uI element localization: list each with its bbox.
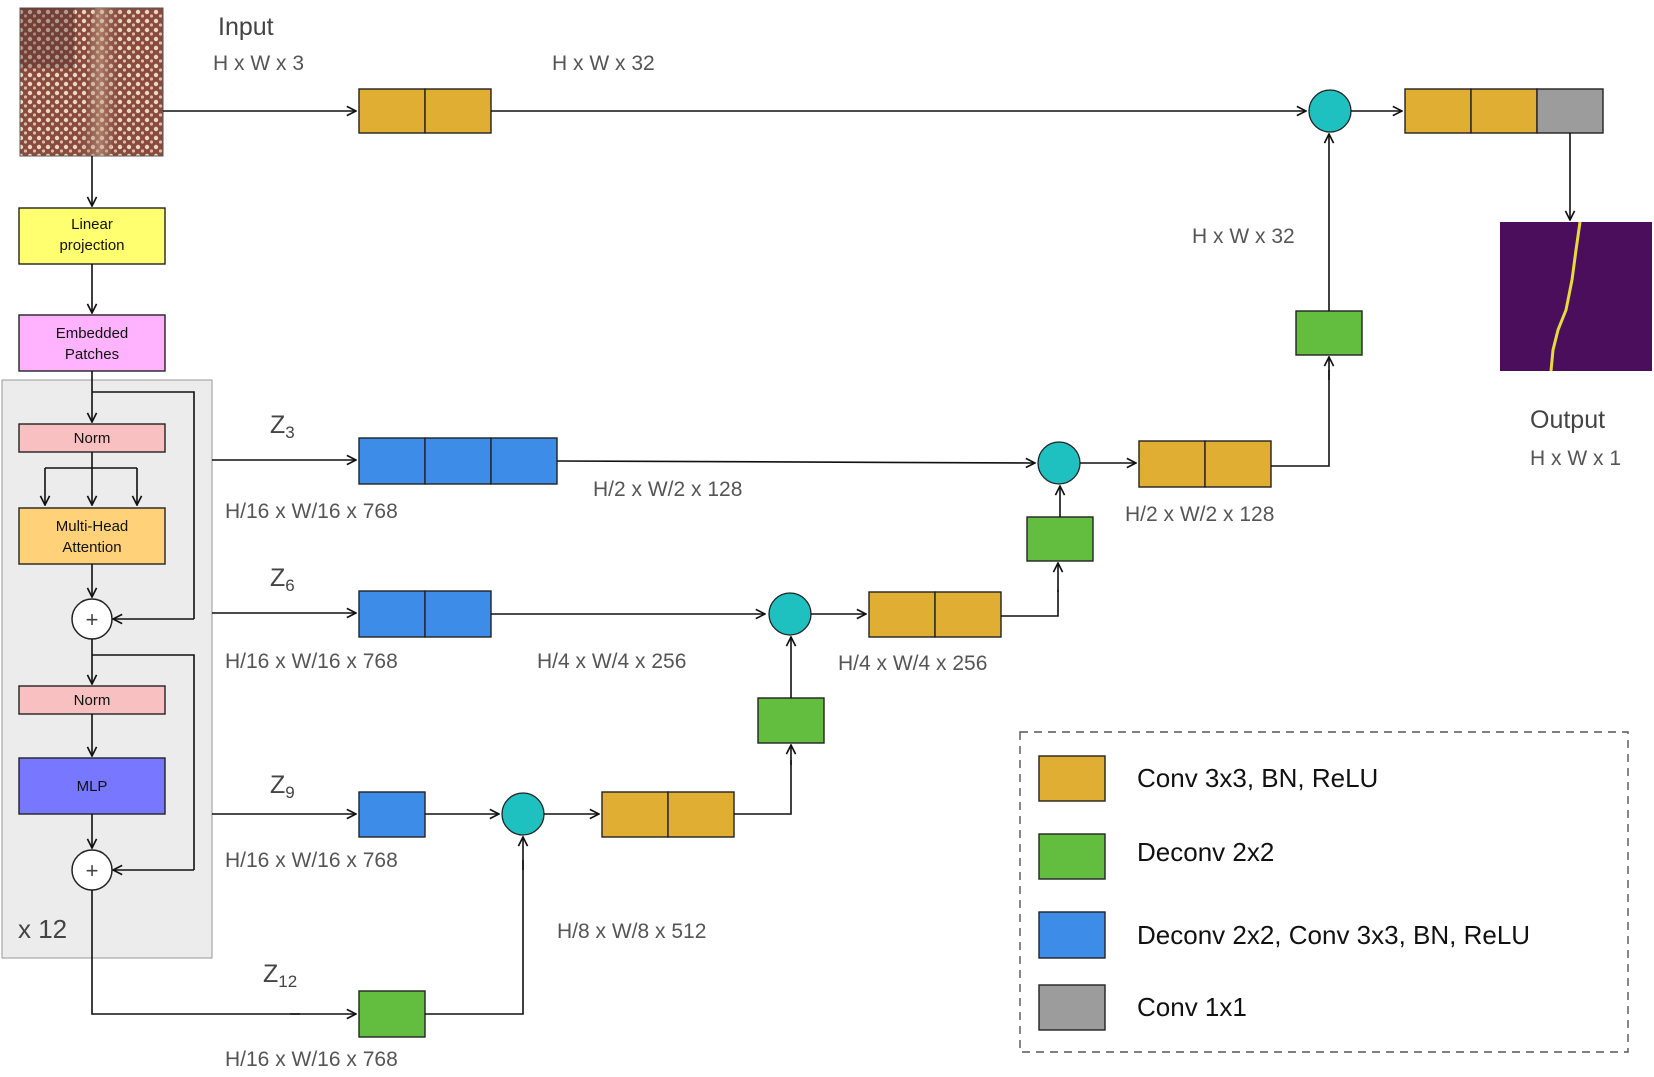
top-dim: H x W x 32 (552, 52, 655, 75)
input-image (19, 7, 164, 157)
mlp-block (18, 757, 166, 815)
norm-label-1: Norm (74, 430, 111, 447)
r6-conv-block-1 (868, 591, 936, 638)
z6-dim: H/16 x W/16 x 768 (225, 650, 398, 673)
legend-conv-label: Conv 3x3, BN, ReLU (1137, 763, 1378, 793)
deconv-block-top (1295, 310, 1363, 356)
z6-deconv-conv-block-2 (424, 590, 492, 638)
final-conv-block-2 (1470, 88, 1538, 134)
z3-deconv-conv-block-1 (358, 437, 426, 485)
deconv-block-z3 (1026, 516, 1094, 562)
connector-encoder-z12 (91, 890, 300, 1015)
mlp-label: MLP (77, 778, 108, 795)
concat-node-z9 (501, 792, 545, 836)
r9-conv-block-2 (667, 791, 735, 838)
attention-label-2: Attention (62, 539, 121, 556)
norm-label-2: Norm (74, 692, 111, 709)
r9-conv-block-1 (601, 791, 669, 838)
r3-dim: H/2 x W/2 x 128 (593, 478, 742, 501)
legend-panel (1019, 731, 1629, 1053)
z3-deconv-conv-block-3 (490, 437, 558, 485)
top-conv-block-1 (358, 88, 426, 134)
z3-dim: H/16 x W/16 x 768 (225, 500, 398, 523)
arrow-z3-concat (556, 461, 1035, 463)
linear-projection-label-1: Linear (71, 216, 113, 233)
attention-label-1: Multi-Head (56, 518, 129, 535)
output-title: Output (1530, 406, 1605, 434)
legend-conv-swatch (1038, 755, 1106, 802)
concat-node-top (1308, 89, 1352, 133)
z3-label: Z3 (270, 411, 295, 442)
z3-deconv-conv-block-2 (424, 437, 492, 485)
skip-connection-1 (92, 391, 195, 619)
skip-connection-2 (92, 654, 195, 870)
r6-dim: H/4 x W/4 x 256 (537, 650, 686, 673)
z6-deconv-conv-block-1 (358, 590, 426, 638)
z9-deconv-conv-block (358, 791, 426, 838)
r9-dim: H/8 x W/8 x 512 (557, 920, 706, 943)
legend-deconv-conv-swatch (1038, 911, 1106, 959)
plus-label-1: + (86, 607, 99, 632)
legend-deconv-conv-label: Deconv 2x2, Conv 3x3, BN, ReLU (1137, 920, 1530, 950)
z12-label: Z12 (263, 960, 297, 991)
input-dim: H x W x 3 (213, 52, 304, 75)
legend-conv1x1-label: Conv 1x1 (1137, 992, 1247, 1022)
embedded-patches-block (18, 314, 166, 372)
r6-out-dim: H/4 x W/4 x 256 (838, 652, 987, 675)
plus-label-2: + (86, 858, 99, 883)
r6-conv-block-2 (934, 591, 1002, 638)
embedded-patches-label-2: Patches (65, 346, 119, 363)
output-dim: H x W x 1 (1530, 447, 1621, 470)
z9-label: Z9 (270, 771, 295, 802)
multi-head-attention-block (18, 507, 166, 565)
deconv-block-z6 (757, 697, 825, 744)
legend-deconv-swatch (1038, 833, 1106, 880)
z9-dim: H/16 x W/16 x 768 (225, 849, 398, 872)
z6-label: Z6 (270, 564, 295, 595)
r3-conv-block-2 (1204, 440, 1272, 488)
connector-z12-concat (425, 860, 524, 1015)
concat-node-z6 (768, 592, 812, 636)
final-conv-block-1 (1404, 88, 1472, 134)
final-conv1x1-block (1536, 88, 1604, 134)
linear-projection-label-2: projection (59, 237, 124, 254)
concat-node-z3 (1037, 441, 1081, 485)
connector-r6-deconv (1001, 590, 1059, 617)
repeat-label: x 12 (18, 914, 67, 944)
r3-out-dim: H/2 x W/2 x 128 (1125, 503, 1274, 526)
right-dim: H x W x 32 (1192, 225, 1295, 248)
output-mask-image (1500, 221, 1652, 372)
legend-conv1x1-swatch (1038, 984, 1106, 1031)
r3-conv-block-1 (1138, 440, 1206, 488)
connector-r9-deconv (734, 760, 792, 815)
z12-dim: H/16 x W/16 x 768 (225, 1048, 398, 1071)
z12-deconv-block (358, 990, 426, 1038)
legend-deconv-label: Deconv 2x2 (1137, 837, 1274, 867)
connector-r3-deconv (1271, 370, 1330, 467)
embedded-patches-label-1: Embedded (56, 325, 129, 342)
linear-projection-block (18, 207, 166, 265)
top-conv-block-2 (424, 88, 492, 134)
input-title: Input (218, 13, 274, 41)
